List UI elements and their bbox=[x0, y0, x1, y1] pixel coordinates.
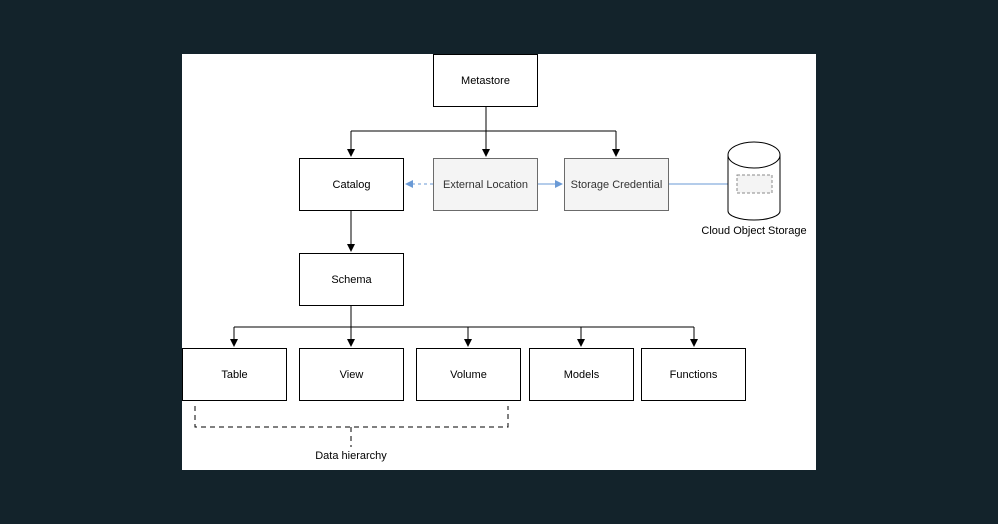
cloud-object-storage-label: Cloud Object Storage bbox=[701, 225, 807, 237]
schema-label: Schema bbox=[331, 273, 372, 286]
external-location-label: External Location bbox=[443, 178, 528, 191]
catalog-label: Catalog bbox=[332, 178, 371, 191]
view-node: View bbox=[299, 348, 404, 401]
data-hierarchy-label: Data hierarchy bbox=[315, 450, 387, 462]
view-label: View bbox=[339, 368, 364, 381]
metastore-connectors bbox=[347, 106, 620, 157]
schema-node: Schema bbox=[299, 253, 404, 306]
cloud-storage-cylinder-icon bbox=[727, 141, 781, 221]
table-label: Table bbox=[221, 368, 248, 381]
functions-node: Functions bbox=[641, 348, 746, 401]
functions-label: Functions bbox=[669, 368, 718, 381]
models-label: Models bbox=[563, 368, 600, 381]
metastore-label: Metastore bbox=[461, 74, 510, 87]
storage-credential-node: Storage Credential bbox=[564, 158, 669, 211]
models-node: Models bbox=[529, 348, 634, 401]
table-node: Table bbox=[182, 348, 287, 401]
schema-connectors bbox=[230, 305, 698, 347]
volume-label: Volume bbox=[450, 368, 487, 381]
catalog-node: Catalog bbox=[299, 158, 404, 211]
volume-node: Volume bbox=[416, 348, 521, 401]
connector-layer bbox=[194, 106, 781, 447]
data-hierarchy-bracket bbox=[194, 406, 509, 447]
storage-credential-label: Storage Credential bbox=[570, 178, 663, 191]
diagram-canvas: Metastore Catalog External Location Stor… bbox=[182, 54, 816, 470]
metastore-node: Metastore bbox=[433, 54, 538, 107]
external-location-node: External Location bbox=[433, 158, 538, 211]
